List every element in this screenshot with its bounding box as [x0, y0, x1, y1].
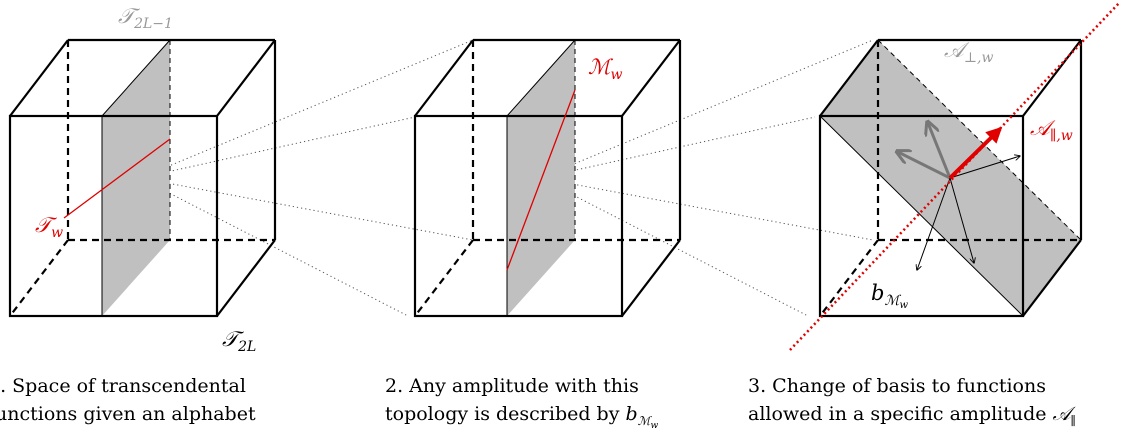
svg-text:topology is described by bℳw: topology is described by bℳw — [385, 403, 659, 431]
panel-3-thin-arrows — [917, 156, 1020, 270]
label-t-w: 𝒯w — [35, 213, 63, 241]
label-a-parallel-w: 𝒜∥,w — [1030, 116, 1073, 144]
panel-1-red-segment — [63, 138, 171, 219]
label-b-mw: bℳw — [871, 281, 908, 311]
caption-1: 1. Space of transcendental functions giv… — [0, 375, 256, 425]
panel-2-red-segment — [506, 89, 576, 271]
panel-2-cube — [413, 38, 682, 318]
panel-1-plane — [102, 40, 170, 316]
caption-3: 3. Change of basis to functions allowed … — [748, 375, 1077, 428]
svg-text:1. Space of transcendental: 1. Space of transcendental — [0, 375, 246, 397]
panel-1-cube — [8, 38, 277, 318]
caption-2: 2. Any amplitude with this topology is d… — [385, 375, 659, 431]
svg-text:allowed in a specific amplitud: allowed in a specific amplitude 𝒜∥ — [748, 403, 1077, 428]
panel-3-cube — [789, 1, 1121, 351]
label-t-2l-1: 𝒯2L−1 — [118, 4, 173, 32]
label-a-perp-w: 𝒜⊥,w — [944, 38, 993, 66]
panel-3-red-arrow — [948, 126, 1003, 180]
svg-text:functions given an alphabet: functions given an alphabet — [0, 403, 256, 425]
panel-3-gray-arrows — [898, 123, 952, 180]
svg-text:3. Change of basis to function: 3. Change of basis to functions — [748, 375, 1046, 397]
panel-2-plane — [507, 40, 575, 316]
label-t-2l: 𝒯2L — [222, 327, 256, 355]
svg-text:2. Any amplitude with this: 2. Any amplitude with this — [385, 375, 639, 397]
label-m-w: ℳw — [588, 55, 622, 83]
projection-lines — [139, 39, 874, 317]
